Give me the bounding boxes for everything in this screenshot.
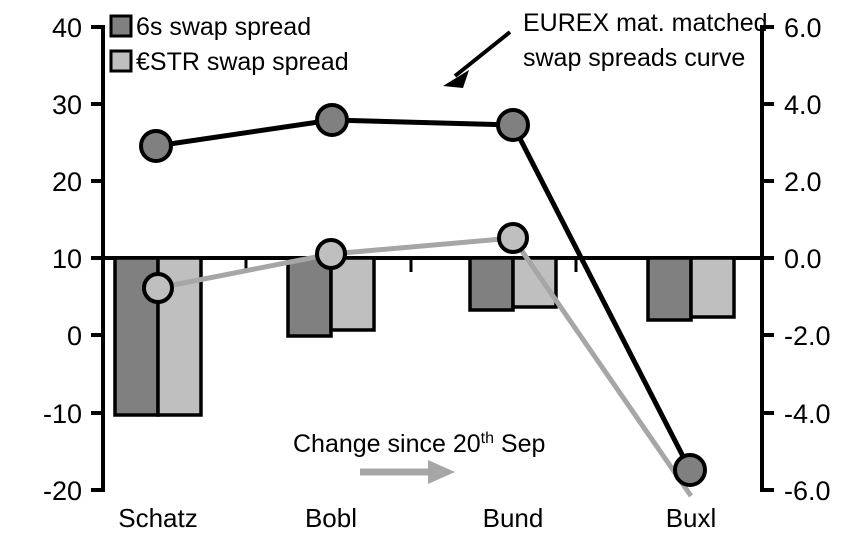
right-axis-tick-labels: 6.0 4.0 2.0 0.0 -2.0 -4.0 -6.0	[784, 13, 831, 506]
line-series-eurex	[139, 103, 707, 487]
chart-legend: 6s swap spread €STR swap spread	[109, 13, 349, 76]
change-marker-schatz	[142, 272, 174, 304]
eurex-marker-schatz	[139, 129, 173, 163]
right-tick-label-0: 6.0	[784, 13, 822, 43]
bar-6s-bobl	[286, 256, 333, 338]
category-label-bobl: Bobl	[305, 503, 357, 533]
change-arrow-head	[428, 460, 455, 484]
change-annotation: Change since 20th Sep	[293, 430, 545, 484]
eurex-line-path	[155, 117, 693, 472]
eurex-marker-bobl	[315, 103, 349, 137]
change-annotation-superscript: th	[481, 430, 494, 447]
change-annotation-prefix: Change since 20	[293, 430, 481, 458]
line-series-change	[142, 222, 694, 498]
left-tick-label-0: 40	[52, 13, 82, 43]
left-tick-label-6: -20	[43, 476, 82, 506]
right-tick-label-1: 4.0	[784, 90, 822, 120]
left-axis	[91, 25, 105, 492]
left-tick-label-1: 30	[52, 90, 82, 120]
bar-6s-schatz	[113, 256, 160, 417]
legend-swatch-6s	[109, 14, 133, 38]
legend-swatch-estr	[109, 49, 133, 73]
category-labels: Schatz Bobl Bund Buxl	[118, 503, 716, 533]
change-line-path	[157, 235, 694, 498]
eurex-annotation-line2: swap spreads curve	[523, 44, 745, 72]
legend-label-estr: €STR swap spread	[136, 48, 349, 76]
bar-6s-buxl	[646, 256, 693, 322]
right-tick-label-2: 2.0	[784, 167, 822, 197]
bar-series-estr	[156, 256, 736, 417]
eurex-annotation: EUREX mat. matched swap spreads curve	[443, 9, 768, 88]
right-tick-label-5: -4.0	[784, 399, 831, 429]
change-annotation-text: Change since 20th Sep	[293, 430, 545, 458]
left-tick-label-4: 0	[67, 321, 82, 351]
bar-estr-bobl	[329, 256, 376, 332]
bar-estr-buxl	[689, 256, 736, 319]
eurex-annotation-arrow-icon	[443, 30, 512, 88]
category-label-schatz: Schatz	[118, 503, 198, 533]
left-tick-label-3: 10	[52, 244, 82, 274]
eurex-marker-buxl	[673, 453, 707, 487]
right-tick-label-4: -2.0	[784, 321, 831, 351]
right-tick-label-6: -6.0	[784, 476, 831, 506]
right-axis	[760, 25, 774, 492]
eurex-annotation-line1: EUREX mat. matched	[523, 9, 768, 37]
left-tick-label-5: -10	[43, 399, 82, 429]
eurex-arrow-shaft	[453, 30, 512, 78]
right-tick-label-3: 0.0	[784, 244, 822, 274]
bar-6s-bund	[468, 256, 515, 312]
legend-label-6s: 6s swap spread	[136, 13, 311, 41]
change-marker-bobl	[315, 238, 347, 270]
left-tick-label-2: 20	[52, 167, 82, 197]
left-axis-tick-labels: 40 30 20 10 0 -10 -20	[43, 13, 82, 506]
change-marker-bund	[497, 222, 529, 254]
eurex-arrow-head	[443, 70, 469, 88]
eurex-marker-bund	[496, 108, 530, 142]
category-label-bund: Bund	[483, 503, 544, 533]
change-annotation-suffix: Sep	[494, 430, 545, 458]
bar-series-6s	[113, 256, 693, 417]
category-label-buxl: Buxl	[666, 503, 717, 533]
change-annotation-arrow-icon	[360, 460, 455, 484]
